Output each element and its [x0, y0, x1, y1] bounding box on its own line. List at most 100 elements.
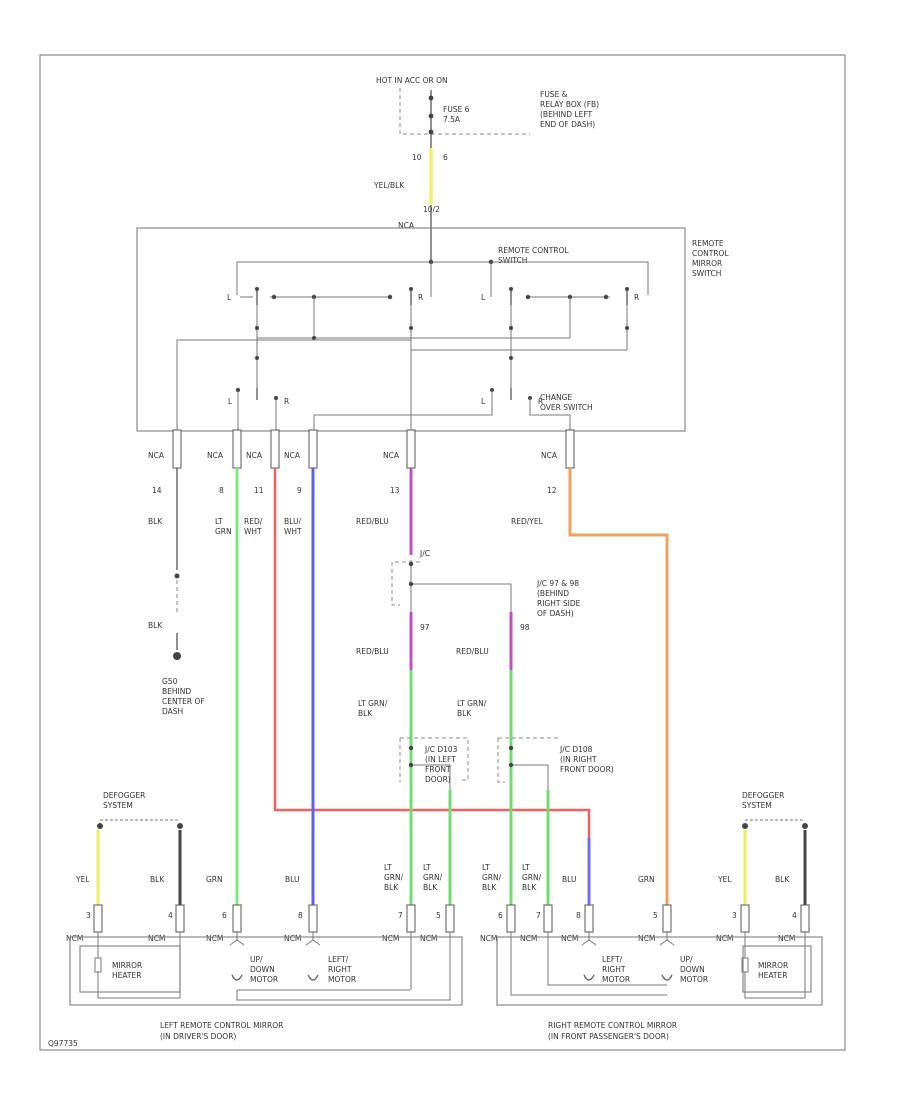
switch-internal-wiring: [176, 259, 649, 432]
lm-conn-3: NCM: [284, 934, 301, 943]
ground-wire-label: BLK: [148, 621, 163, 630]
outer-frame: [39, 54, 846, 1051]
rm-color-4: YEL: [717, 875, 732, 884]
rm-pin-3: 5: [653, 911, 658, 920]
switch-label-l2: L: [481, 293, 486, 302]
wire-yel-blk-label: YEL/BLK: [373, 181, 405, 190]
left-mirror-title: LEFT REMOTE CONTROL MIRROR(IN DRIVER'S D…: [160, 1021, 283, 1041]
switch-label-l4: L: [481, 397, 486, 406]
top-pin-1: 8: [219, 486, 224, 495]
top-color-0: BLK: [148, 517, 163, 526]
rm-pin-5: 4: [792, 911, 797, 920]
top-conn-0: NCA: [148, 451, 165, 460]
top-conn-4: NCA: [383, 451, 400, 460]
door-jc-left: [399, 737, 469, 790]
lm-pin-2: 6: [222, 911, 227, 920]
joint-pin-l: 97: [420, 623, 430, 632]
switch-label-r1: R: [418, 293, 423, 302]
top-conn-2: NCA: [246, 451, 263, 460]
rm-conn-3: NCM: [638, 934, 655, 943]
wire-red-yel: [568, 468, 669, 905]
lm-conn-1: NCM: [148, 934, 165, 943]
top-conn-5: NCA: [541, 451, 558, 460]
top-pin-4: 13: [390, 486, 400, 495]
top-pin-0: 14: [152, 486, 162, 495]
lm-color-2: GRN: [206, 875, 223, 884]
ground-point: [173, 652, 181, 660]
top-pin-5: 12: [547, 486, 557, 495]
right-mirror-title: RIGHT REMOTE CONTROL MIRROR(IN FRONT PAS…: [548, 1021, 677, 1041]
switch-label-l1: L: [227, 293, 232, 302]
lm-color-0: YEL: [75, 875, 90, 884]
door-wire-l: LT GRN/BLK: [358, 699, 388, 718]
right-leftright-motor-icon: [510, 932, 667, 996]
top-color-4: RED/BLU: [356, 517, 389, 526]
left-leftright-motor-icon: [236, 932, 451, 1001]
switch-connector-power: NCA: [398, 221, 415, 230]
switch-label-r3: R: [284, 397, 289, 406]
rm-pin-1: 7: [536, 911, 541, 920]
power-pin-b: 6: [443, 153, 448, 162]
top-color-5: RED/YEL: [511, 517, 544, 526]
joint-wire-r: RED/BLU: [456, 647, 489, 656]
top-color-2: RED/WHT: [244, 517, 263, 536]
rm-pin-0: 6: [498, 911, 503, 920]
lm-conn-5: NCM: [420, 934, 437, 943]
lm-conn-2: NCM: [206, 934, 223, 943]
joint-wire-l: RED/BLU: [356, 647, 389, 656]
rm-color-3: GRN: [638, 875, 655, 884]
right-updown-motor-icon: [547, 932, 675, 986]
door-wire-r: LT GRN/BLK: [457, 699, 487, 718]
lm-conn-4: NCM: [382, 934, 399, 943]
switch-label-r2: R: [634, 293, 639, 302]
top-conn-1: NCA: [207, 451, 224, 460]
right-mirror-box: [496, 936, 823, 1006]
footer-code: Q97735: [48, 1039, 78, 1048]
left-mirror-pin-labels: 3 4 6 8 7 5 NCM NCM NCM NCM NCM NCM: [66, 911, 441, 943]
lm-pin-0: 3: [86, 911, 91, 920]
joint-name: J/C: [419, 549, 430, 558]
lm-color-3: BLU: [285, 875, 299, 884]
left-mirror-box: [69, 936, 463, 1006]
lm-color-1: BLK: [150, 875, 165, 884]
rm-conn-0: NCM: [480, 934, 497, 943]
fuse-symbol: [428, 90, 434, 148]
top-color-3: BLU/WHT: [284, 517, 302, 536]
left-heater-symbol: [94, 932, 181, 999]
lm-pin-5: 5: [436, 911, 441, 920]
right-heater-symbol: [741, 932, 806, 999]
switch-label-l3: L: [228, 397, 233, 406]
rm-color-2: BLU: [562, 875, 576, 884]
door-jc-right: [497, 737, 560, 790]
rm-conn-5: NCM: [778, 934, 795, 943]
power-source-label: HOT IN ACC OR ON: [376, 76, 448, 85]
mirror-pin-terminals: [93, 904, 810, 933]
lm-pin-3: 8: [298, 911, 303, 920]
lm-conn-0: NCM: [66, 934, 83, 943]
joint-pin-r: 98: [520, 623, 530, 632]
wire-red-wht: [273, 468, 591, 838]
